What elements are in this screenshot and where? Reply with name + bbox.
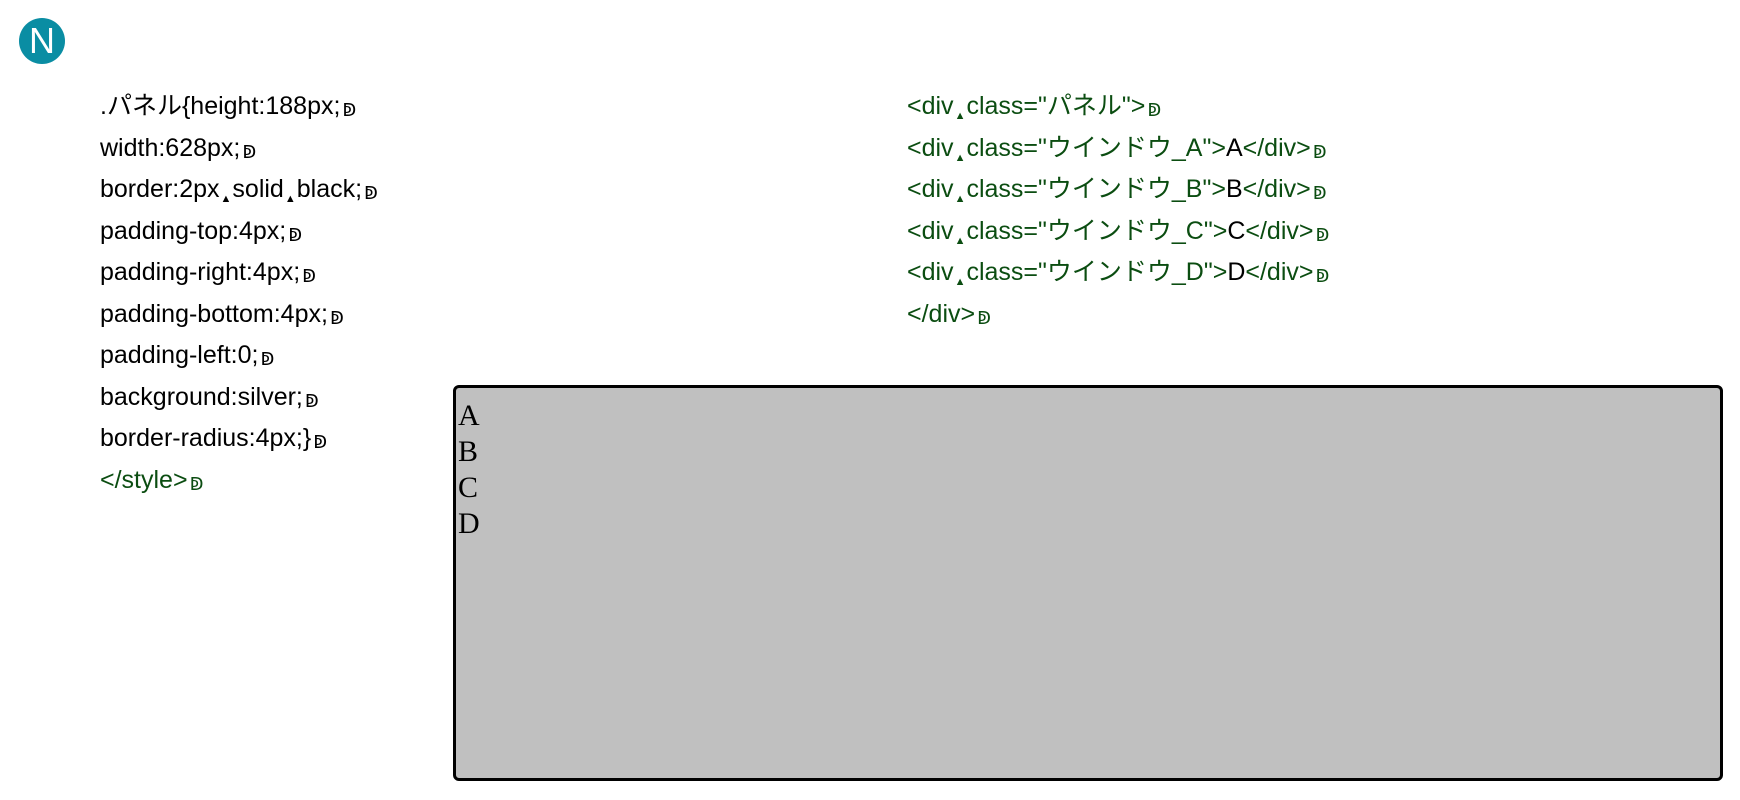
code-token: class="パネル">	[966, 92, 1146, 120]
html-code-line: <div▲class="パネル">ↁ	[907, 86, 1329, 128]
html-code-line: <div▲class="ウインドウ_C">C</div>ↁ	[907, 211, 1329, 253]
code-token: border:2px	[100, 175, 220, 203]
code-token: background:silver;	[100, 382, 303, 411]
css-code-line: padding-bottom:4px;ↁ	[100, 294, 378, 336]
html-code-line: <div▲class="ウインドウ_D">D</div>ↁ	[907, 252, 1329, 294]
code-token: solid	[232, 175, 284, 203]
window-c: C	[458, 471, 479, 504]
code-token: </div>	[1245, 216, 1314, 245]
code-token: border-radius:4px;}	[100, 424, 312, 452]
code-token: </div>	[1242, 175, 1311, 203]
newline-marker-icon: ↁ	[313, 432, 328, 452]
newline-marker-icon: ↁ	[342, 100, 357, 120]
code-token: .パネル{height:188px;	[100, 92, 341, 120]
html-code-line: <div▲class="ウインドウ_A">A</div>ↁ	[907, 128, 1329, 170]
app-logo-icon: N	[19, 18, 65, 64]
code-token: </style>	[100, 465, 188, 494]
newline-marker-icon: ↁ	[1312, 141, 1327, 162]
code-token: </div>	[907, 299, 976, 328]
newline-marker-icon: ↁ	[189, 473, 204, 494]
panel-preview: A B C D	[453, 385, 1723, 781]
css-code-line: .パネル{height:188px;ↁ	[100, 86, 378, 128]
css-code-line: padding-left:0;ↁ	[100, 335, 378, 377]
code-token: <div	[907, 92, 954, 120]
window-d: D	[458, 507, 480, 540]
css-code-line: width:628px;ↁ	[100, 128, 378, 170]
css-code-line: padding-right:4px;ↁ	[100, 252, 378, 294]
code-token: <div	[907, 216, 954, 245]
newline-marker-icon: ↁ	[242, 141, 257, 162]
space-marker-icon: ▲	[954, 234, 966, 247]
code-token: padding-left:0;	[100, 341, 259, 369]
code-token: B	[1225, 175, 1243, 203]
html-code-line: </div>ↁ	[907, 294, 1329, 336]
newline-marker-icon: ↁ	[1315, 266, 1330, 286]
css-code-line: border:2px▲solid▲black;ↁ	[100, 169, 378, 211]
code-token: black;	[296, 175, 363, 203]
code-token: </div>	[1242, 133, 1311, 162]
newline-marker-icon: ↁ	[260, 349, 275, 369]
code-token: class="ウインドウ_C">	[966, 216, 1228, 245]
code-token: A	[1225, 133, 1243, 162]
css-code-line: </style>ↁ	[100, 460, 378, 502]
space-marker-icon: ▲	[954, 151, 966, 164]
newline-marker-icon: ↁ	[977, 307, 991, 328]
newline-marker-icon: ↁ	[1315, 224, 1330, 245]
window-a: A	[458, 399, 480, 432]
css-code-line: border-radius:4px;}ↁ	[100, 418, 378, 460]
space-marker-icon: ▲	[954, 193, 966, 205]
code-token: padding-top:4px;	[100, 216, 287, 245]
code-token: class="ウインドウ_A">	[966, 133, 1226, 162]
code-token: class="ウインドウ_D">	[966, 258, 1228, 286]
code-token: padding-right:4px;	[100, 258, 301, 286]
code-token: width:628px;	[100, 133, 241, 162]
newline-marker-icon: ↁ	[329, 307, 344, 328]
code-token: D	[1227, 258, 1246, 286]
newline-marker-icon: ↁ	[304, 390, 319, 411]
code-token: C	[1227, 216, 1246, 245]
space-marker-icon: ▲	[954, 276, 966, 288]
newline-marker-icon: ↁ	[1312, 183, 1327, 203]
space-marker-icon: ▲	[284, 193, 296, 205]
code-token: <div	[907, 175, 954, 203]
newline-marker-icon: ↁ	[364, 183, 378, 203]
space-marker-icon: ▲	[954, 110, 966, 122]
window-b: B	[458, 435, 479, 468]
newline-marker-icon: ↁ	[288, 224, 303, 245]
newline-marker-icon: ↁ	[1147, 100, 1162, 120]
code-token: padding-bottom:4px;	[100, 299, 328, 328]
css-code-line: padding-top:4px;ↁ	[100, 211, 378, 253]
code-token: </div>	[1245, 258, 1314, 286]
css-code-line: background:silver;ↁ	[100, 377, 378, 419]
html-code-block: <div▲class="パネル">ↁ<div▲class="ウインドウ_A">A…	[907, 86, 1329, 335]
code-token: <div	[907, 133, 954, 162]
space-marker-icon: ▲	[220, 193, 232, 205]
newline-marker-icon: ↁ	[302, 266, 317, 286]
code-token: <div	[907, 258, 954, 286]
code-token: class="ウインドウ_B">	[966, 175, 1226, 203]
html-code-line: <div▲class="ウインドウ_B">B</div>ↁ	[907, 169, 1329, 211]
